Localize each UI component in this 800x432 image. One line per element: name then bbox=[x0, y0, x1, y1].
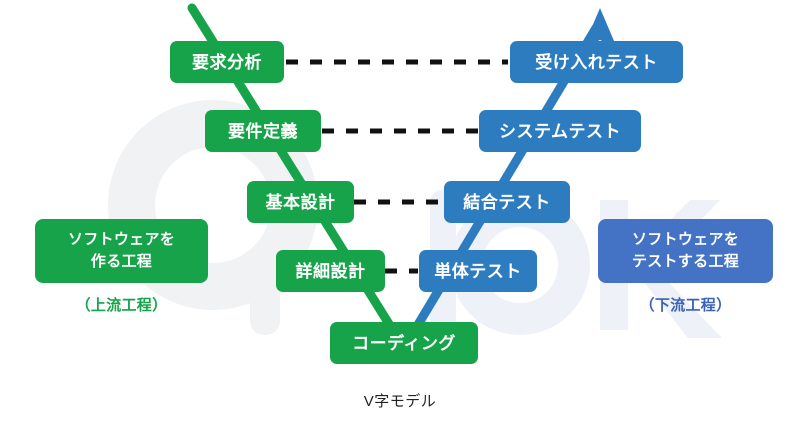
node-requirement-analysis[interactable]: 要求分析 bbox=[170, 41, 284, 83]
node-label: 結合テスト bbox=[463, 192, 551, 212]
node-acceptance-test[interactable]: 受け入れテスト bbox=[510, 41, 683, 83]
node-coding[interactable]: コーディング bbox=[330, 322, 478, 364]
legend-upstream-caption: （上流工程） bbox=[75, 297, 168, 314]
node-label: 受け入れテスト bbox=[535, 52, 658, 72]
node-label: コーディング bbox=[352, 333, 456, 353]
node-label: 要求分析 bbox=[192, 52, 262, 72]
figure-caption: V字モデル bbox=[363, 393, 437, 410]
node-label: 詳細設計 bbox=[295, 261, 366, 281]
node-basic-design[interactable]: 基本設計 bbox=[247, 181, 354, 223]
legend-downstream-line1: ソフトウェアを bbox=[631, 231, 740, 249]
node-label: システムテスト bbox=[499, 121, 621, 141]
legend-upstream-line2: 作る工程 bbox=[90, 253, 153, 270]
node-label: 要件定義 bbox=[228, 121, 298, 141]
legend-downstream-box: ソフトウェアを テストする工程 bbox=[598, 219, 773, 283]
legend-upstream-line1: ソフトウェアを bbox=[67, 231, 176, 249]
node-label: 基本設計 bbox=[265, 192, 336, 212]
node-system-test[interactable]: システムテスト bbox=[479, 110, 641, 152]
node-detailed-design[interactable]: 詳細設計 bbox=[276, 250, 385, 292]
legend-downstream-line2: テストする工程 bbox=[631, 253, 740, 270]
legend-upstream-box: ソフトウェアを 作る工程 bbox=[35, 219, 208, 283]
node-label: 単体テスト bbox=[434, 261, 522, 281]
node-integration-test[interactable]: 結合テスト bbox=[444, 181, 570, 223]
node-unit-test[interactable]: 単体テスト bbox=[419, 250, 537, 292]
arrow-head-icon bbox=[583, 8, 617, 48]
legend-downstream-caption: （下流工程） bbox=[639, 297, 732, 314]
node-requirement-definition[interactable]: 要件定義 bbox=[205, 110, 321, 152]
